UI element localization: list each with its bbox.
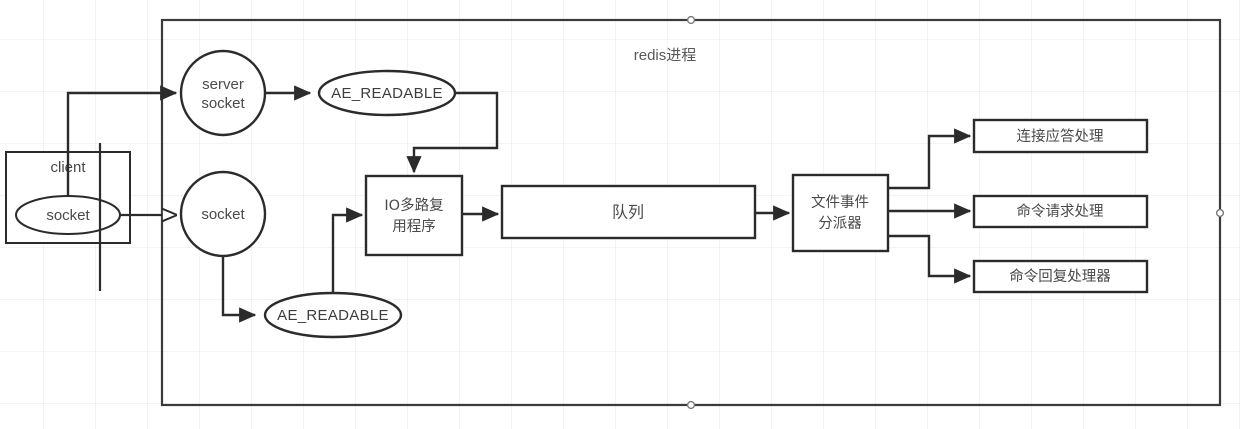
handler-box-3[interactable] [972, 259, 1149, 294]
handler-label-2: 命令请求处理 [1017, 202, 1104, 220]
file-event-dispatcher-box[interactable] [791, 173, 890, 253]
io-multiplexer-label-line1: IO多路复 [384, 196, 443, 214]
server-socket-label-line1: server [202, 76, 244, 93]
edge-dispatcher-to-handler-3 [888, 234, 972, 284]
ae-readable-bottom-label: AE_READABLE [277, 307, 389, 324]
socket-node-label: socket [201, 206, 245, 223]
handler-label-3: 命令回复处理器 [1009, 267, 1111, 285]
server-socket-node[interactable] [179, 49, 267, 137]
edge-client-socket-to-server-socket [66, 85, 178, 196]
resize-handle-bottom[interactable] [686, 400, 696, 410]
ae-readable-top-label: AE_READABLE [331, 85, 443, 102]
server-socket-label-line2: socket [201, 95, 245, 112]
handler-label-1: 连接应答处理 [1017, 127, 1104, 145]
edge-socket-to-ae-readable-bottom [221, 256, 257, 323]
queue-label: 队列 [612, 203, 644, 222]
resize-handle-top[interactable] [686, 15, 696, 25]
edge-ae-readable-bottom-to-io-multiplexer [331, 207, 364, 293]
io-multiplexer-label-line2: 用程序 [392, 218, 436, 235]
handler-box-2[interactable] [972, 194, 1149, 229]
dispatcher-label-line2: 分派器 [818, 215, 862, 232]
client-socket-label: socket [46, 207, 90, 224]
dispatcher-label-line1: 文件事件 [811, 194, 869, 211]
edge-ae-readable-top-to-io-multiplexer [406, 91, 499, 174]
edge-dispatcher-to-handler-1 [888, 128, 972, 190]
handler-box-1[interactable] [972, 118, 1149, 154]
process-title: redis进程 [634, 47, 697, 64]
queue-box[interactable] [500, 184, 757, 240]
io-multiplexer-box[interactable] [364, 174, 464, 257]
resize-handle-right[interactable] [1215, 208, 1225, 218]
